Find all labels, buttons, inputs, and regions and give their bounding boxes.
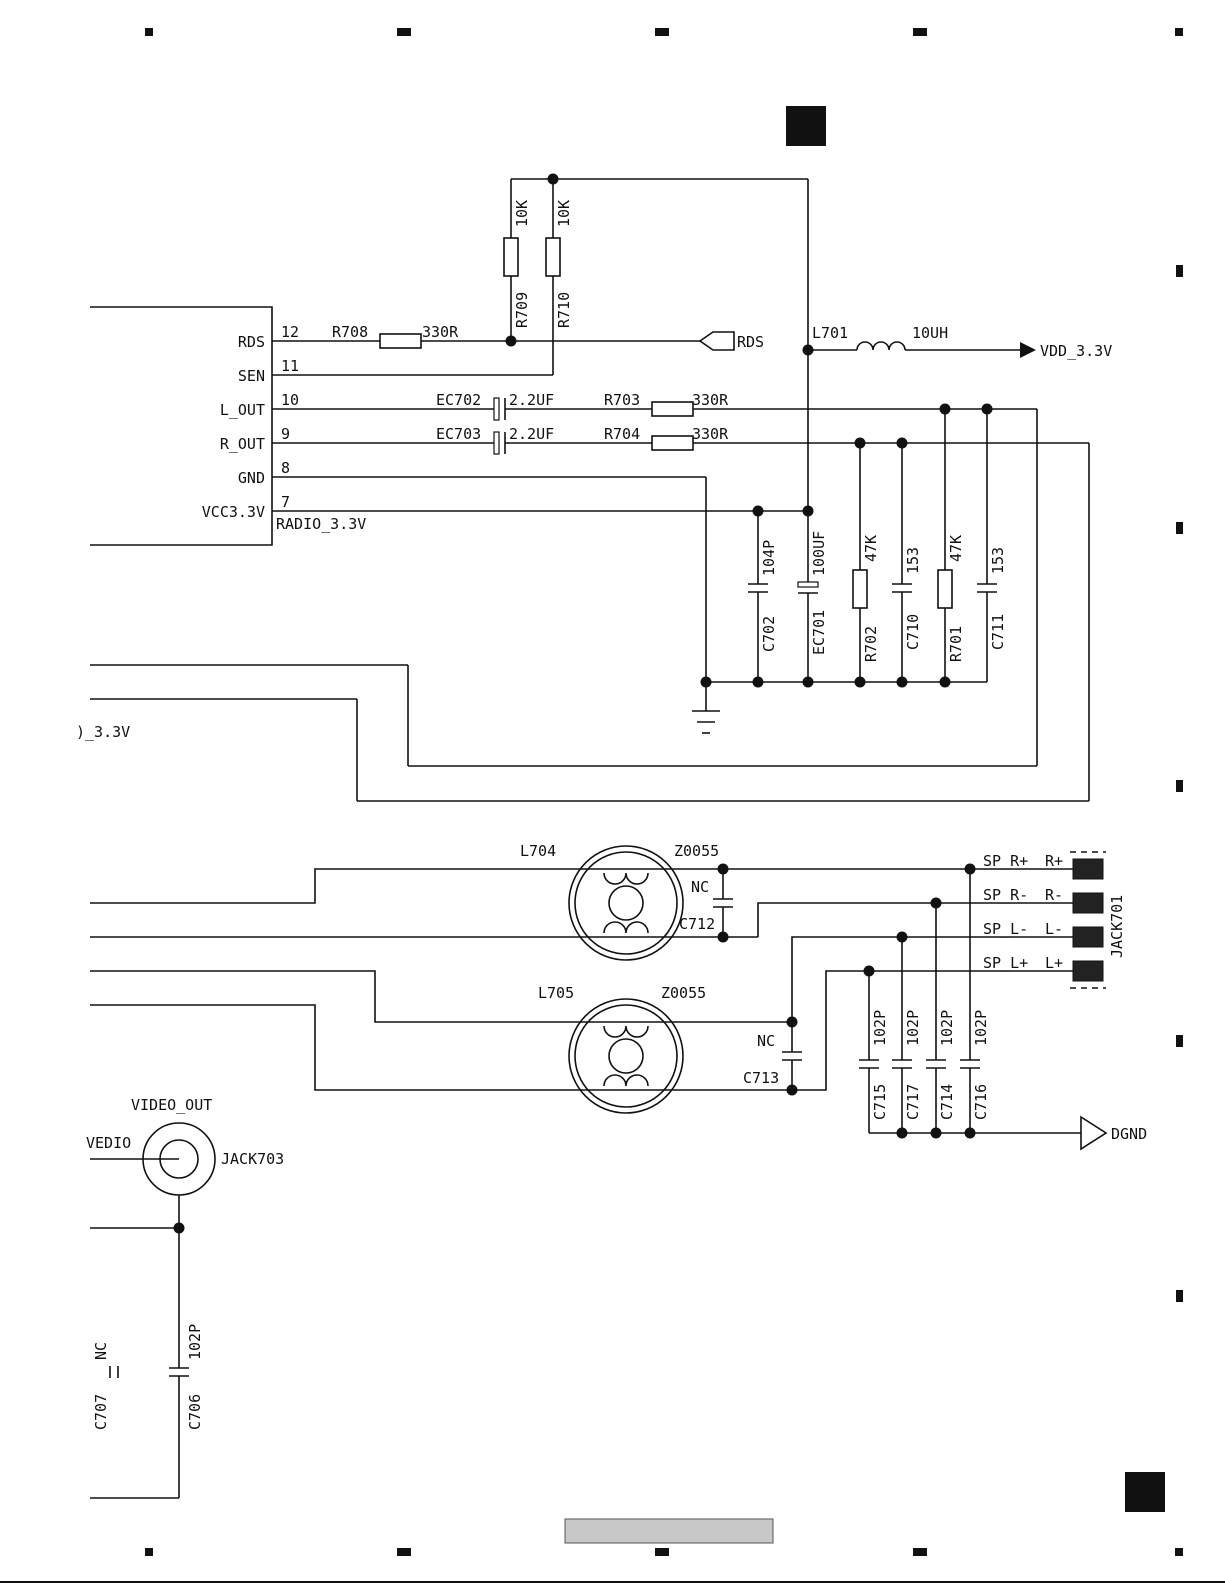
r703-value: 330R bbox=[692, 391, 729, 409]
sp-r-minus-net: SP_R- bbox=[983, 886, 1028, 904]
ec702-ref: EC702 bbox=[436, 391, 481, 409]
c712-ref: C712 bbox=[679, 915, 715, 933]
pin-name-vcc: VCC3.3V bbox=[202, 503, 265, 521]
r704-value: 330R bbox=[692, 425, 729, 443]
net-dgnd: DGND bbox=[1111, 1125, 1147, 1143]
c715-value: 102P bbox=[871, 1010, 889, 1046]
sp-l-minus-pin: L- bbox=[1045, 920, 1063, 938]
ec702-value: 2.2UF bbox=[509, 391, 554, 409]
l701-section: L701 10UH VDD_3.3V bbox=[802, 324, 1112, 360]
r703-ref: R703 bbox=[604, 391, 640, 409]
pin-num-10: 10 bbox=[281, 391, 299, 409]
c711-value: 153 bbox=[989, 547, 1007, 574]
c713-value: NC bbox=[757, 1032, 775, 1050]
net-radio-3v3: RADIO_3.3V bbox=[276, 515, 366, 533]
pin-name-gnd: GND bbox=[238, 469, 265, 487]
radio-module: RDS SEN L_OUT R_OUT GND VCC3.3V 12 11 10… bbox=[90, 306, 366, 546]
r-out-section: EC703 2.2UF R704 330R bbox=[90, 425, 1090, 802]
c717-value: 102P bbox=[904, 1010, 922, 1046]
jack701-ref: JACK701 bbox=[1108, 895, 1126, 958]
r701-value: 47K bbox=[947, 535, 965, 562]
c716-value: 102P bbox=[972, 1010, 990, 1046]
c707-ref: C707 bbox=[92, 1394, 110, 1430]
section-marker-bottom bbox=[1125, 1472, 1165, 1512]
c706-value: 102P bbox=[186, 1324, 204, 1360]
net-vdd: VDD_3.3V bbox=[1040, 342, 1112, 360]
jack703-ref: JACK703 bbox=[221, 1150, 284, 1168]
video-section: VIDEO_OUT VEDIO JACK703 102P C706 NC C70… bbox=[86, 1096, 284, 1499]
c717-ref: C717 bbox=[904, 1084, 922, 1120]
section-marker-top bbox=[786, 106, 826, 146]
r702-value: 47K bbox=[862, 535, 880, 562]
c715-ref: C715 bbox=[871, 1084, 889, 1120]
l705-section: L705 Z0055 NC C713 bbox=[90, 936, 1100, 1114]
ec703-ref: EC703 bbox=[436, 425, 481, 443]
c710-value: 153 bbox=[904, 547, 922, 574]
c706-ref: C706 bbox=[186, 1394, 204, 1430]
sp-r-plus-pin: R+ bbox=[1045, 852, 1063, 870]
r702-ref: R702 bbox=[862, 626, 880, 662]
c702-ref: C702 bbox=[760, 616, 778, 652]
c714-ref: C714 bbox=[938, 1084, 956, 1120]
c713-ref: C713 bbox=[743, 1069, 779, 1087]
ec701-ref: EC701 bbox=[810, 610, 828, 655]
r701-ref: R701 bbox=[947, 626, 965, 662]
sp-l-plus-net: SP_L+ bbox=[983, 954, 1028, 972]
pin-name-r-out: R_OUT bbox=[220, 435, 265, 453]
l705-ref: L705 bbox=[538, 984, 574, 1002]
pin-num-7: 7 bbox=[281, 493, 290, 511]
pin-num-8: 8 bbox=[281, 459, 290, 477]
r710-ref: R710 bbox=[555, 292, 573, 328]
c710-ref: C710 bbox=[904, 614, 922, 650]
c716-ref: C716 bbox=[972, 1084, 990, 1120]
frame-markers bbox=[0, 28, 1225, 1583]
net-vedio-partial: VEDIO bbox=[86, 1134, 131, 1152]
c711-ref: C711 bbox=[989, 614, 1007, 650]
page-number-bar bbox=[564, 1518, 774, 1544]
l704-value: Z0055 bbox=[674, 842, 719, 860]
l704-ref: L704 bbox=[520, 842, 556, 860]
c707-value: NC bbox=[92, 1342, 110, 1360]
jack701: SP_R+ R+ SP_R- R- SP_L- L- SP_L+ L+ JACK… bbox=[983, 851, 1126, 989]
pin-name-l-out: L_OUT bbox=[220, 401, 265, 419]
pin-num-11: 11 bbox=[281, 357, 299, 375]
c714-value: 102P bbox=[938, 1010, 956, 1046]
filter-section: 104P C702 100UF EC701 47K R702 153 C710 … bbox=[272, 409, 1007, 734]
r704-ref: R704 bbox=[604, 425, 640, 443]
l704-section: L704 Z0055 NC C712 bbox=[90, 842, 1100, 961]
sp-r-minus-pin: R- bbox=[1045, 886, 1063, 904]
rds-section: RDS R708 330R 10K R709 10K R710 bbox=[272, 173, 809, 511]
speaker-filter: DGND 102P C715 102P C717 102P C714 102P … bbox=[859, 863, 1147, 1151]
pin-num-12: 12 bbox=[281, 323, 299, 341]
l701-value: 10UH bbox=[912, 324, 948, 342]
sp-l-minus-net: SP_L- bbox=[983, 920, 1028, 938]
r709-ref: R709 bbox=[513, 292, 531, 328]
c702-value: 104P bbox=[760, 540, 778, 576]
sp-r-plus-net: SP_R+ bbox=[983, 852, 1028, 870]
r709-value: 10K bbox=[513, 200, 531, 227]
r708-value: 330R bbox=[422, 323, 459, 341]
net-vdd-partial: )_3.3V bbox=[76, 723, 130, 741]
net-rds: RDS bbox=[737, 333, 764, 351]
l701-ref: L701 bbox=[812, 324, 848, 342]
pin-name-sen: SEN bbox=[238, 367, 265, 385]
c712-value: NC bbox=[691, 878, 709, 896]
ec701-value: 100UF bbox=[810, 531, 828, 576]
sp-l-plus-pin: L+ bbox=[1045, 954, 1063, 972]
ec703-value: 2.2UF bbox=[509, 425, 554, 443]
l705-value: Z0055 bbox=[661, 984, 706, 1002]
r710-value: 10K bbox=[555, 200, 573, 227]
net-video-out: VIDEO_OUT bbox=[131, 1096, 212, 1114]
r708-ref: R708 bbox=[332, 323, 368, 341]
pin-num-9: 9 bbox=[281, 425, 290, 443]
pin-name-rds: RDS bbox=[238, 333, 265, 351]
